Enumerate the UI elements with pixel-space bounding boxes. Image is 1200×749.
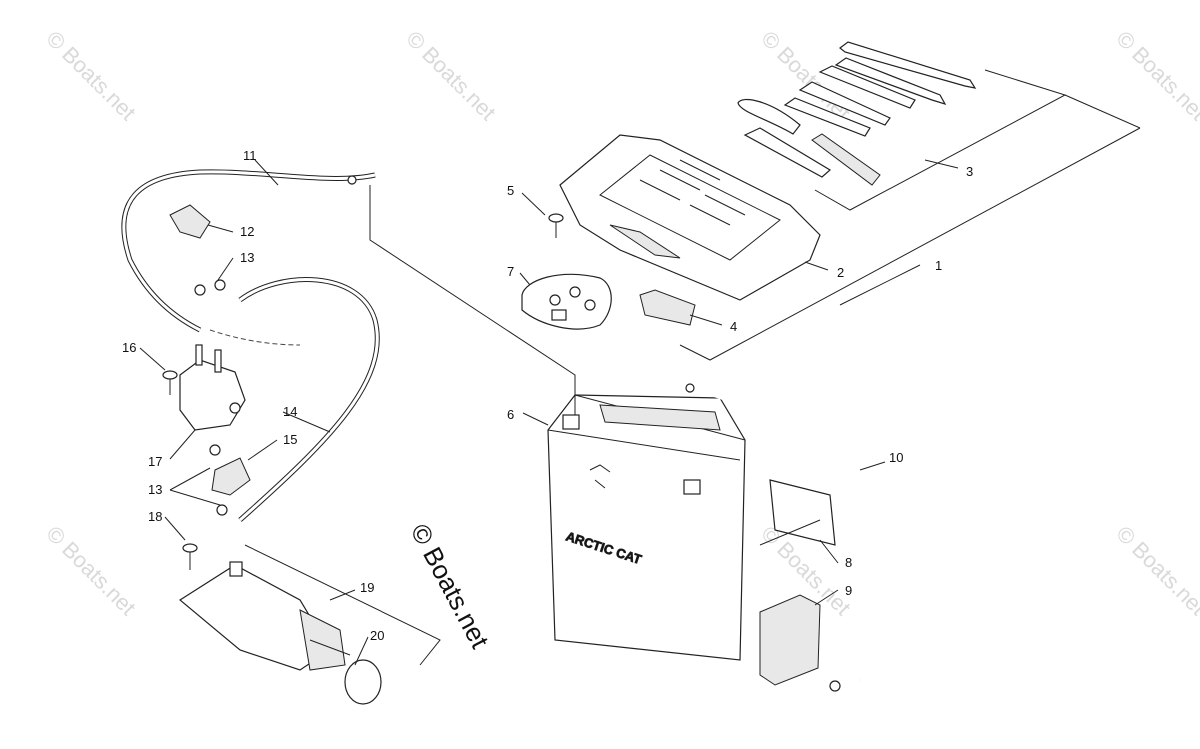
callout-13-top: 13 (240, 250, 254, 265)
reference-lines (244, 185, 821, 666)
leader-lines (139, 159, 959, 666)
watermark-center: © Boats.net (405, 519, 496, 654)
watermark-bottom-left: © Boats.net (41, 521, 140, 620)
callout-7: 7 (507, 264, 514, 279)
cap-15 (211, 457, 251, 496)
callout-17: 17 (148, 454, 162, 469)
callout-9: 9 (845, 583, 852, 598)
foam-block-9 (759, 594, 821, 686)
callout-2: 2 (837, 265, 844, 280)
foam-pad-4 (639, 289, 696, 326)
callout-15: 15 (283, 432, 297, 447)
battery-tray (559, 134, 821, 301)
callout-10: 10 (889, 450, 903, 465)
callout-3: 3 (966, 164, 973, 179)
callout-20: 20 (370, 628, 384, 643)
o-ring-20 (344, 659, 382, 705)
watermark-top-mid: © Boats.net (401, 26, 500, 125)
hardware-kit-7 (521, 273, 612, 330)
assembly-outlines (679, 69, 1141, 361)
callout-12: 12 (240, 224, 254, 239)
cable-14 (238, 277, 380, 522)
cable-11 (121, 169, 376, 333)
sticker-8 (769, 479, 836, 546)
watermark-bottom-far-right: © Boats.net (1111, 521, 1200, 620)
battery-cable-10 (685, 383, 900, 692)
callout-18: 18 (148, 509, 162, 524)
screw-18 (182, 543, 198, 570)
callout-6: 6 (507, 407, 514, 422)
callout-5: 5 (507, 183, 514, 198)
callout-1: 1 (935, 258, 942, 273)
solenoid-17 (179, 329, 301, 431)
callout-8: 8 (845, 555, 852, 570)
callout-16: 16 (122, 340, 136, 355)
callout-labels: 1 2 3 4 5 6 7 8 9 10 11 12 13 13 14 15 1… (122, 148, 973, 643)
screw-16 (162, 370, 178, 395)
battery-6: ARCTIC CAT (547, 394, 746, 661)
cap-12 (169, 204, 211, 239)
callout-13-bottom: 13 (148, 482, 162, 497)
nuts-13 (194, 279, 228, 516)
callout-4: 4 (730, 319, 737, 334)
tool-kit (737, 41, 977, 186)
callout-19: 19 (360, 580, 374, 595)
watermark-top-left: © Boats.net (41, 26, 140, 125)
starter-motor-19 (178, 561, 351, 671)
screw-5 (548, 213, 564, 238)
callout-11: 11 (243, 148, 257, 163)
callout-14: 14 (283, 404, 297, 419)
watermark-top-far-right: © Boats.net (1111, 26, 1200, 125)
